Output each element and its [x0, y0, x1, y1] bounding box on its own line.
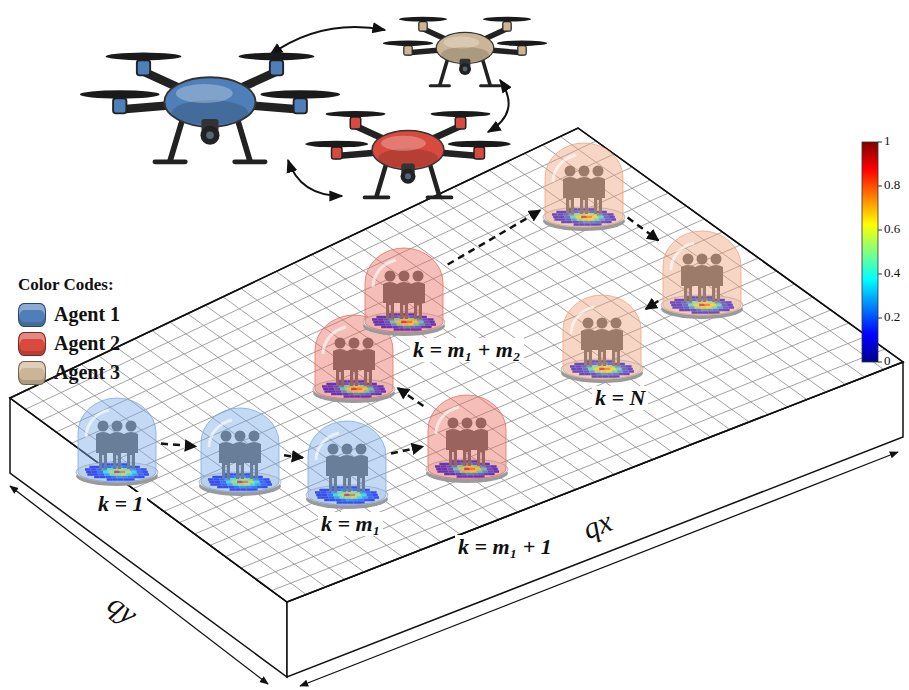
- legend-text: Agent 3: [54, 361, 120, 383]
- dome-node: [198, 405, 282, 495]
- dome-node: k = m₁ + m₂: [362, 245, 446, 335]
- colorbar-tick: 0.8: [884, 178, 900, 192]
- grid-line: [436, 196, 749, 423]
- dome-node: k = 1: [75, 395, 159, 485]
- dome-highlight: [209, 420, 232, 447]
- dome-shape: [425, 392, 509, 482]
- dome-highlight: [86, 410, 109, 437]
- dimension-arrow: [300, 452, 898, 686]
- legend-swatch: [18, 303, 46, 327]
- color-bar: [862, 142, 878, 362]
- grid-line: [210, 297, 813, 545]
- dashed-arrow: [628, 218, 659, 241]
- glass-dome: [308, 421, 386, 505]
- dome-highlight: [571, 307, 594, 334]
- dome-highlight: [436, 407, 459, 434]
- dimension-arrow: [10, 486, 268, 684]
- dashed-arrow: [398, 388, 424, 406]
- colorbar-tick: 0: [884, 354, 891, 368]
- dome-shape: [560, 292, 644, 382]
- grid-line: [63, 373, 345, 580]
- grid-lines: [25, 136, 885, 594]
- dome-node: [542, 140, 626, 230]
- legend-heading: Color Codes:: [18, 276, 114, 295]
- colorbar-tick: 0.6: [884, 222, 900, 236]
- slab-top: [10, 128, 903, 602]
- step-label: k = N: [592, 386, 648, 410]
- legend-swatch: [18, 361, 46, 385]
- step-label: k = m₁: [318, 512, 383, 536]
- dome-shape: [75, 395, 159, 485]
- legend-text: Agent 2: [54, 332, 120, 354]
- legend-swatch: [18, 332, 46, 356]
- dome-node: k = m₁: [305, 418, 389, 508]
- link-arrow: [488, 80, 509, 132]
- glass-dome: [545, 143, 623, 227]
- axis-label: qy: [100, 585, 147, 632]
- legend-text: Agent 1: [54, 303, 120, 325]
- colorbar-tick: 0.4: [884, 266, 900, 280]
- step-label: k = 1: [95, 492, 147, 516]
- dome-highlight: [373, 260, 396, 287]
- grid-line: [102, 206, 686, 466]
- colorbar-tick: 1: [884, 134, 891, 148]
- dome-shape: [660, 228, 744, 318]
- dome-shape: [305, 418, 389, 508]
- grid-line: [87, 193, 668, 455]
- glass-dome: [663, 231, 741, 315]
- link-arrow: [288, 160, 342, 196]
- glass-dome: [201, 408, 279, 492]
- drone: [80, 53, 340, 162]
- drone: [383, 17, 547, 86]
- dome-node: k = m₁ + 1: [425, 392, 509, 482]
- grid-line: [149, 245, 741, 500]
- dashed-arrow: [161, 444, 196, 447]
- glass-dome: [365, 248, 443, 332]
- step-label: k = m₁ + 1: [455, 535, 555, 559]
- step-label: k = m₁ + m₂: [410, 338, 524, 362]
- dome-highlight: [671, 243, 694, 270]
- grid-line: [41, 154, 614, 421]
- colorbar-ticks: [878, 142, 882, 362]
- colorbar-tick: 0.2: [884, 310, 900, 324]
- drone: [305, 111, 511, 197]
- dashed-arrow: [284, 455, 303, 457]
- glass-dome: [563, 295, 641, 379]
- grid-slab: [10, 128, 903, 677]
- link-arrow: [270, 27, 385, 55]
- dome-node: [660, 228, 744, 318]
- dome-highlight: [316, 433, 339, 460]
- slab-outline: [10, 128, 903, 602]
- glass-dome: [428, 395, 506, 479]
- grid-line: [225, 310, 830, 557]
- dashed-arrow: [448, 211, 541, 265]
- grid-line: [195, 284, 795, 534]
- dashed-arrow: [646, 301, 659, 309]
- dome-highlight: [323, 327, 346, 354]
- dome-shape: [542, 140, 626, 230]
- dome-shape: [362, 245, 446, 335]
- dome-shape: [198, 405, 282, 495]
- dashed-arrow: [391, 447, 423, 454]
- dome-highlight: [553, 155, 576, 182]
- dome-node: k = N: [560, 292, 644, 382]
- glass-dome: [78, 398, 156, 482]
